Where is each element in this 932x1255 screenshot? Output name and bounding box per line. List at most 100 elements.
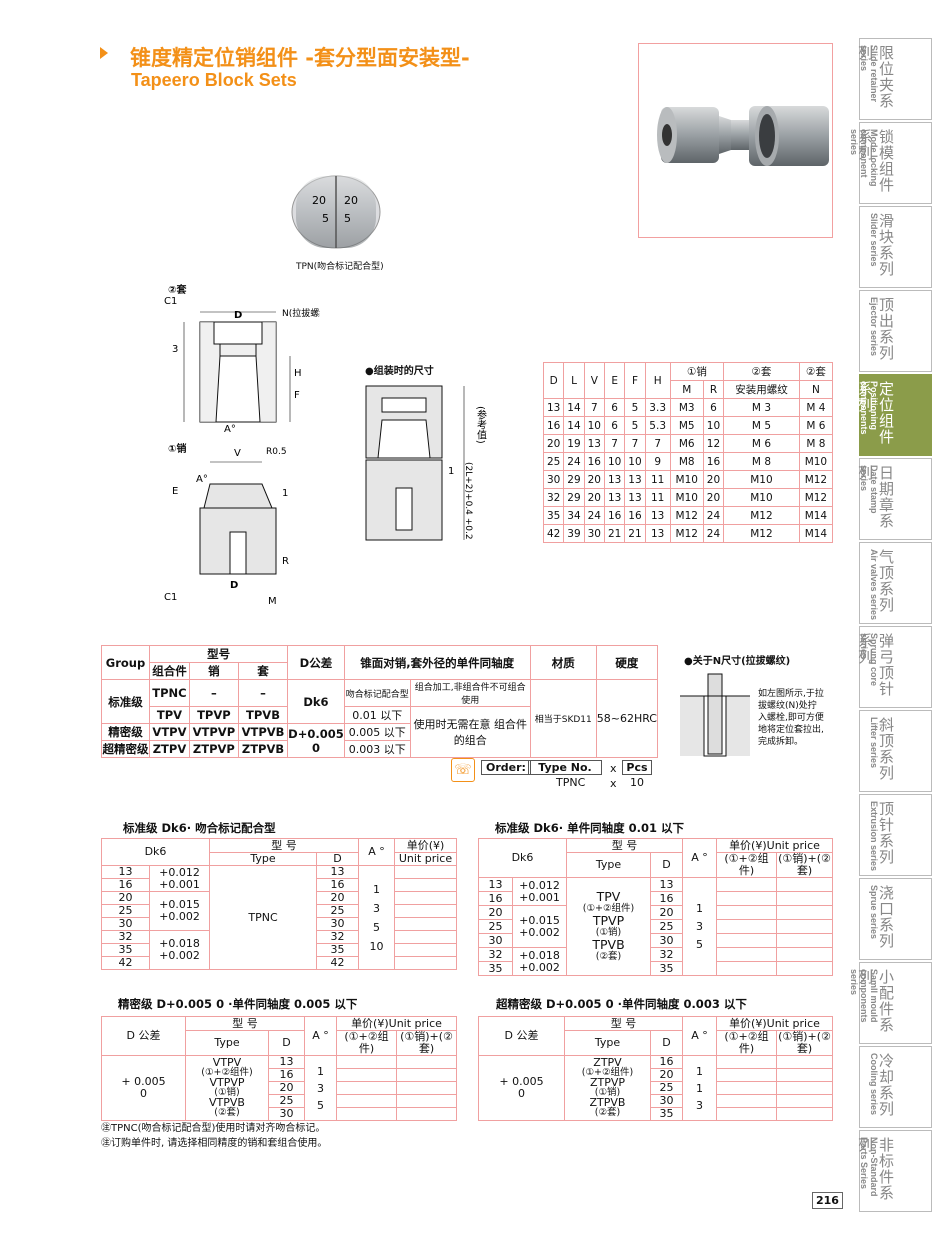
dim-cell: M 4 [798,398,834,417]
n-note-text: 如左图所示,于拉 拔螺纹(N)处拧 入螺栓,即可方便 地将定位套拉出, 完成拆卸… [758,688,828,748]
p4-d: 35 [650,1107,683,1121]
p4-type-val: ZTPVP [589,1076,626,1089]
p1-d: 13 [316,865,359,879]
note-1: ㊟TPNC(吻合标记配合型)使用时请对齐吻合标记。 [101,1123,326,1134]
dim-cell: M8 [669,452,704,471]
dim-cell: 10 [603,452,626,471]
p3-price1 [336,1055,397,1069]
p3-price1 [336,1081,397,1095]
p2-dk6-d: 30 [478,933,513,948]
p4-h-price: 单价(¥)Unit price [716,1016,833,1031]
p4-type-val: ZTPVB [589,1096,626,1109]
p3-d: 16 [268,1068,305,1082]
dim-e: E [172,486,178,497]
table-row: 35 [479,1107,833,1121]
price1-table: Dk6 型 号 A ° 单价(¥) Type D Unit price 13+0… [101,838,457,970]
tpn-caption: TPN(吻合标记配合型) [296,262,384,272]
spec-coax-header: 锥面对销,套外径的单件同轴度 [343,645,531,680]
p4-type-val: (①销) [594,1087,621,1098]
spec-coax-cell: 0.005 以下 [343,723,411,741]
dim-header: V [583,362,605,399]
p3-h-price: 单价(¥)Unit price [336,1016,457,1031]
p3-h-a: A ° [304,1016,337,1056]
dim-cell: M12 [669,524,704,543]
n-note-line: 拔螺纹(N)处拧 [758,701,817,711]
dim-1-assy: 1 [448,466,454,477]
dim-cell: 30 [542,470,565,489]
dim-cell: 20 [583,488,605,507]
dim-cell: 10 [624,452,646,471]
p2-price2 [776,919,833,934]
spec-coax-cell: 0.01 以下 [343,706,411,724]
p1-price [394,956,457,970]
dim-cell: 7 [603,434,626,453]
p4-type-val: ZTPV [593,1056,622,1069]
p4-h-type: Type [564,1030,651,1056]
spec-pin-cell: TPVP [188,706,239,724]
dim-cell: 30 [583,524,605,543]
p1-d: 30 [316,917,359,931]
side-tab-en: Ejector series [869,297,879,357]
title-arrow-icon [100,47,108,59]
p1-a-val: 10 [369,939,384,953]
price4-title: 超精密级 D+0.005 0 ·单件同轴度 0.003 以下 [496,997,747,1011]
spec-pin-cell: VTPVP [188,723,239,741]
p2-h-dk6: Dk6 [478,838,567,878]
dim-cell: 16 [603,506,626,525]
dim-cell: 19 [563,434,585,453]
p4-d: 16 [650,1055,683,1069]
dim-c1: C1 [164,296,177,307]
note-2: ㊟订购单件时, 请选择相同精度的销和套组合使用。 [101,1138,328,1149]
dim-subheader: 安装用螺纹 [723,380,800,399]
p2-price1 [716,919,777,934]
p4-type-val: (②套) [594,1107,621,1118]
mark-20-left: 20 [312,194,326,207]
dim-cell: 42 [542,524,565,543]
p2-price2 [776,933,833,948]
dim-header: F [624,362,646,399]
p2-dk6-d: 16 [478,891,513,906]
dim-3: 3 [172,344,178,355]
dim-cell: 13 [603,488,626,507]
spec-combo-header: 组合件 [149,662,190,680]
p4-price1 [716,1107,777,1121]
p1-dk6-d: 16 [101,878,150,892]
p2-type-val: (①销) [595,926,622,938]
side-tab-label: 小配件系列 [856,969,895,1033]
spec-combo-cell: TPNC [149,679,190,707]
n-note-line: 完成拆卸。 [758,737,804,747]
dim-d-pin: D [230,580,238,591]
dim-n: N(拉拔螺纹) [282,307,320,319]
p2-price1 [716,891,777,906]
dim-cell: M10 [723,488,800,507]
dim-cell: 21 [624,524,646,543]
order-x: x [610,762,617,775]
page-number: 216 [812,1192,843,1209]
spec-coax-cell: 0.003 以下 [343,740,411,758]
dim-cell: M10 [669,488,704,507]
dim-v: V [234,448,241,459]
dim-cell: 20 [702,470,725,489]
p4-d: 30 [650,1094,683,1108]
spec-group-header: Group [101,645,150,680]
p3-price1 [336,1107,397,1121]
